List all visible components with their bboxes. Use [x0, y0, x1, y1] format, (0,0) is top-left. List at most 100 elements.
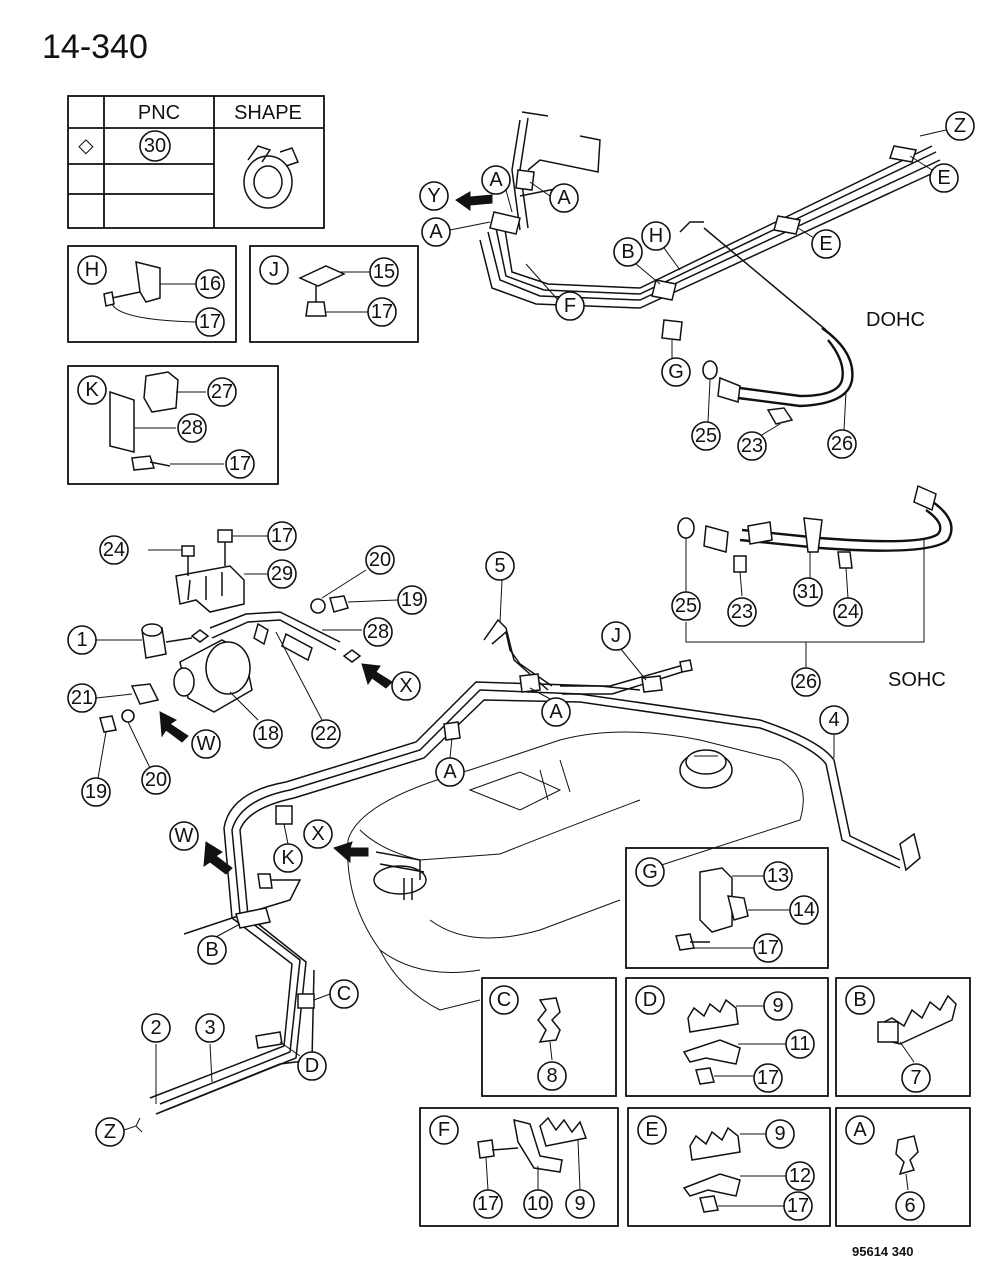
- callout-ring: [485, 551, 515, 581]
- callout-ring: [435, 757, 465, 787]
- callout-ring: [141, 1013, 171, 1043]
- callout-ring: [793, 577, 823, 607]
- callout-ring: [833, 597, 863, 627]
- callout-ring: [537, 1061, 567, 1091]
- callout-label: 25: [695, 425, 717, 447]
- callout-ring: [601, 621, 631, 651]
- callout-ring: [549, 183, 579, 213]
- callout-label: W: [175, 825, 194, 847]
- callout-label: 10: [527, 1193, 549, 1215]
- callout-label: D: [305, 1055, 319, 1077]
- callout-ring: [671, 591, 701, 621]
- callout-label: D: [643, 989, 657, 1011]
- callout-label: 24: [103, 539, 125, 561]
- callout-ring: [635, 985, 665, 1015]
- callout-label: 1: [76, 629, 87, 651]
- callout-label: F: [564, 295, 576, 317]
- callout-ring: [77, 255, 107, 285]
- callout-ring: [811, 229, 841, 259]
- callout-ring: [481, 165, 511, 195]
- dohc-label: DOHC: [866, 309, 925, 331]
- callout-ring: [929, 163, 959, 193]
- callout-label: J: [269, 259, 279, 281]
- detail-box-a: A 6: [835, 1107, 971, 1227]
- callout-label: 17: [757, 937, 779, 959]
- callout-label: A: [557, 187, 571, 209]
- callout-label: 17: [787, 1195, 809, 1217]
- callout-label: 13: [767, 865, 789, 887]
- page-number: 14-340: [42, 28, 148, 66]
- callout-ring: [195, 1013, 225, 1043]
- legend-header-shape: SHAPE: [234, 102, 302, 124]
- callout-label: 3: [204, 1017, 215, 1039]
- callout-ring: [99, 535, 129, 565]
- callout-label: C: [337, 983, 351, 1005]
- callout-ring: [637, 1115, 667, 1145]
- callout-ring: [273, 843, 303, 873]
- callout-ring: [77, 375, 107, 405]
- callout-label: 24: [837, 601, 859, 623]
- callout-label: 26: [795, 671, 817, 693]
- callout-label: 31: [797, 581, 819, 603]
- callout-ring: [901, 1063, 931, 1093]
- callout-ring: [169, 821, 199, 851]
- callout-ring: [523, 1189, 553, 1219]
- callout-ring: [365, 545, 395, 575]
- callout-label: C: [497, 989, 511, 1011]
- callout-ring: [81, 777, 111, 807]
- callout-ring: [489, 985, 519, 1015]
- callout-ring: [765, 1119, 795, 1149]
- callout-ring: [67, 683, 97, 713]
- callout-label: 16: [199, 273, 221, 295]
- callout-label: 21: [71, 687, 93, 709]
- callout-label: K: [85, 379, 99, 401]
- callout-label: 7: [910, 1067, 921, 1089]
- callout-ring: [419, 181, 449, 211]
- callout-label: 15: [373, 261, 395, 283]
- callout-label: G: [668, 361, 684, 383]
- callout-label: E: [819, 233, 832, 255]
- callout-ring: [369, 257, 399, 287]
- callout-ring: [727, 597, 757, 627]
- callout-ring: [311, 719, 341, 749]
- detail-box-b: B 7: [835, 977, 971, 1097]
- callout-ring: [421, 217, 451, 247]
- legend-table: PNC SHAPE ◇ 30: [67, 95, 325, 229]
- callout-ring: [895, 1191, 925, 1221]
- callout-ring: [763, 991, 793, 1021]
- callout-label: X: [399, 675, 412, 697]
- callout-label: Z: [104, 1121, 116, 1143]
- callout-label: 26: [831, 433, 853, 455]
- detail-box-g: G 13 14 17: [625, 847, 829, 969]
- callout-label: 28: [367, 621, 389, 643]
- callout-label: F: [438, 1119, 450, 1141]
- callout-ring: [791, 667, 821, 697]
- callout-label: 14: [793, 899, 815, 921]
- callout-label: G: [642, 861, 658, 883]
- callout-ring: [297, 1051, 327, 1081]
- callout-ring: [789, 895, 819, 925]
- callout-label: 9: [772, 995, 783, 1017]
- figure-code: 95614 340: [852, 1244, 913, 1259]
- callout-label: 22: [315, 723, 337, 745]
- callout-label: A: [853, 1119, 867, 1141]
- callout-label: B: [853, 989, 866, 1011]
- callout-ring: [267, 559, 297, 589]
- callout-ring: [303, 819, 333, 849]
- callout-label: 17: [477, 1193, 499, 1215]
- callout-label: Z: [954, 115, 966, 137]
- callout-label: 5: [494, 555, 505, 577]
- callout-label: 27: [211, 381, 233, 403]
- callout-ring: [195, 307, 225, 337]
- callout-ring: [397, 585, 427, 615]
- detail-box-e: E 9 12 17: [627, 1107, 831, 1227]
- callout-label: 25: [675, 595, 697, 617]
- callout-label: X: [311, 823, 324, 845]
- callout-label: W: [197, 733, 216, 755]
- callout-label: 12: [789, 1165, 811, 1187]
- callout-ring: [141, 765, 171, 795]
- detail-box-f: F 17 10 9: [419, 1107, 619, 1227]
- callout-ring: [473, 1189, 503, 1219]
- callout-ring: [429, 1115, 459, 1145]
- callout-label: 18: [257, 723, 279, 745]
